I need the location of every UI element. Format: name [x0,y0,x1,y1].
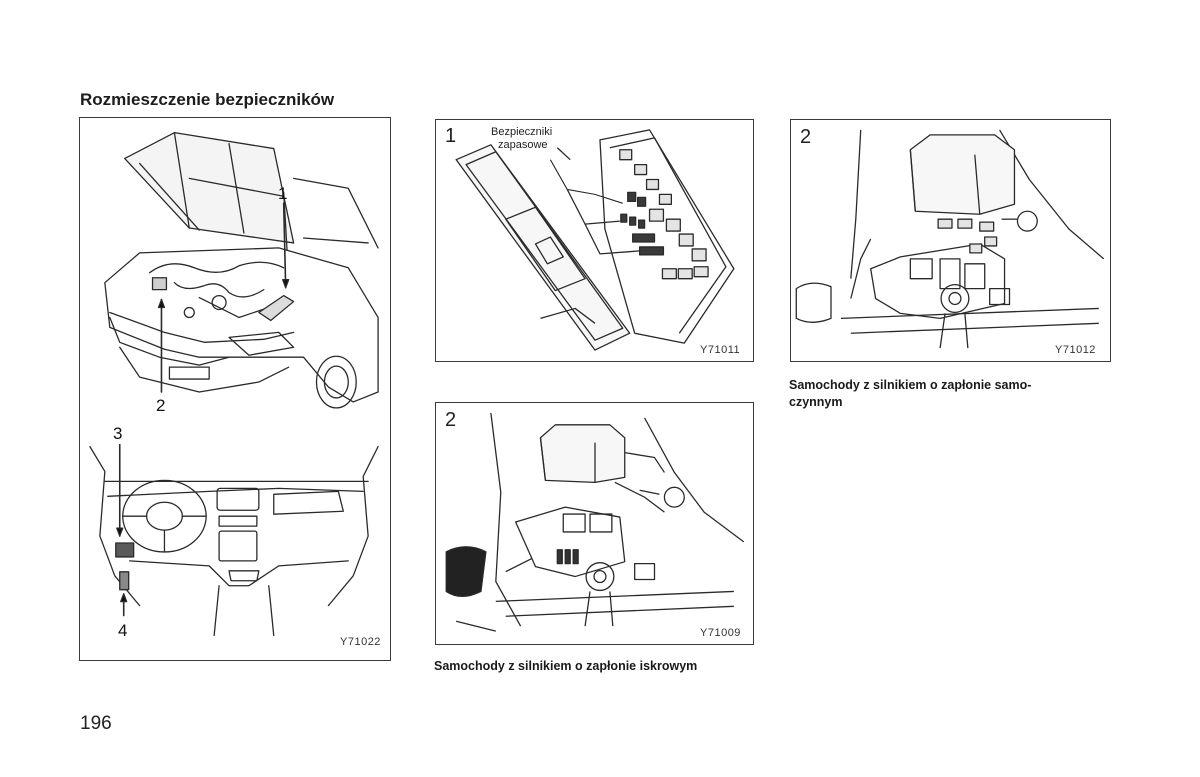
diesel-caption-line1: Samochody z silnikiem o zapłonie samo- [789,378,1032,392]
section-heading: Rozmieszczenie bezpieczników [80,90,335,109]
spare-fuses-label-line1: Bezpieczniki [491,126,553,138]
callout-3: 3 [113,424,123,443]
figure-number: 1 [445,125,457,147]
callout-2: 2 [156,396,166,415]
diesel-caption-line2: czynnym [789,395,843,409]
figure-number: 2 [800,126,812,148]
callout-1: 1 [278,184,288,203]
figure-code: Y71011 [700,344,741,356]
figure-number: 2 [445,409,457,431]
engine-fuse-box-illustration [795,129,1105,349]
diesel-fuse-box-figure: 2 Y71012 [790,119,1111,362]
petrol-caption: Samochody z silnikiem o zapłonie iskrowy… [434,659,698,673]
callout-4: 4 [118,621,128,640]
car-illustration [80,132,390,637]
figure-code: Y71022 [340,636,381,648]
fuse-box-illustration [455,129,735,351]
spare-fuses-figure: 1 Bezpieczniki zapasowe Y71011 [435,119,754,362]
petrol-fuse-box-figure: 2 Y71009 [435,402,754,645]
page-number: 196 [80,713,112,734]
figure-code: Y71009 [700,627,741,639]
engine-fuse-box-illustration [445,412,745,632]
fuse-location-figure: 1 2 3 4 Y71022 [79,117,391,661]
spare-fuses-label-line2: zapasowe [498,139,548,151]
figure-code: Y71012 [1055,344,1096,356]
